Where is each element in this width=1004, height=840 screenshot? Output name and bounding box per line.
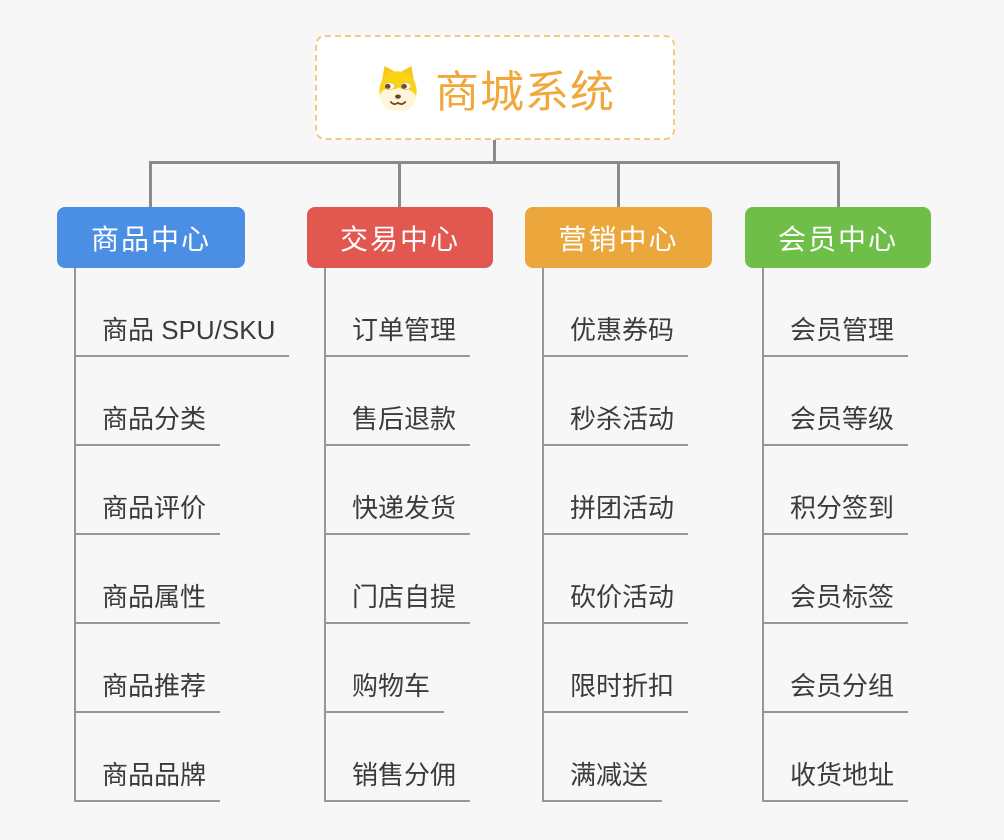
leaf-node[interactable]: 商品推荐 <box>74 666 221 713</box>
leaf-node[interactable]: 拼团活动 <box>542 488 689 535</box>
branch-leaves-trade-center: 订单管理 售后退款 快递发货 门店自提 购物车 销售分佣 <box>324 268 566 802</box>
branch-drop-line <box>398 161 401 209</box>
leaf-node[interactable]: 快递发货 <box>324 488 471 535</box>
root-title: 商城系统 <box>435 67 615 117</box>
branch-leaves-member-center: 会员管理 会员等级 积分签到 会员标签 会员分组 收货地址 <box>762 268 1004 802</box>
branch-vertical-line <box>324 268 326 802</box>
branch-drop-line <box>617 161 620 209</box>
leaf-node[interactable]: 会员管理 <box>762 310 909 357</box>
leaf-node[interactable]: 限时折扣 <box>542 666 689 713</box>
leaf-node[interactable]: 门店自提 <box>324 577 471 624</box>
leaf-node[interactable]: 秒杀活动 <box>542 399 689 446</box>
root-stem-line <box>493 139 496 164</box>
leaf-node[interactable]: 满减送 <box>542 755 663 802</box>
leaf-node[interactable]: 砍价活动 <box>542 577 689 624</box>
leaf-node[interactable]: 商品 SPU/SKU <box>74 310 290 357</box>
branch-node-product-center[interactable]: 商品中心 <box>57 207 245 268</box>
branch-node-member-center[interactable]: 会员中心 <box>745 207 931 268</box>
branch-vertical-line <box>74 268 76 802</box>
leaf-node[interactable]: 销售分佣 <box>324 755 471 802</box>
branch-vertical-line <box>762 268 764 802</box>
branch-node-marketing-center[interactable]: 营销中心 <box>525 207 712 268</box>
branch-node-trade-center[interactable]: 交易中心 <box>307 207 493 268</box>
leaf-node[interactable]: 商品分类 <box>74 399 221 446</box>
leaf-node[interactable]: 售后退款 <box>324 399 471 446</box>
leaf-node[interactable]: 订单管理 <box>324 310 471 357</box>
leaf-node[interactable]: 商品评价 <box>74 488 221 535</box>
leaf-node[interactable]: 收货地址 <box>762 755 909 802</box>
branch-drop-line <box>149 161 152 209</box>
leaf-node[interactable]: 优惠券码 <box>542 310 689 357</box>
branch-hbar-line <box>149 161 840 164</box>
leaf-node[interactable]: 商品属性 <box>74 577 221 624</box>
branch-vertical-line <box>542 268 544 802</box>
leaf-node[interactable]: 商品品牌 <box>74 755 221 802</box>
leaf-node[interactable]: 积分签到 <box>762 488 909 535</box>
leaf-node[interactable]: 购物车 <box>324 666 445 713</box>
root-node[interactable]: 商城系统 <box>315 35 675 140</box>
leaf-node[interactable]: 会员等级 <box>762 399 909 446</box>
leaf-node[interactable]: 会员标签 <box>762 577 909 624</box>
doge-icon <box>375 63 421 113</box>
branch-leaves-product-center: 商品 SPU/SKU 商品分类 商品评价 商品属性 商品推荐 商品品牌 <box>74 268 316 802</box>
leaf-node[interactable]: 会员分组 <box>762 666 909 713</box>
branch-leaves-marketing-center: 优惠券码 秒杀活动 拼团活动 砍价活动 限时折扣 满减送 <box>542 268 784 802</box>
branch-drop-line <box>837 161 840 209</box>
